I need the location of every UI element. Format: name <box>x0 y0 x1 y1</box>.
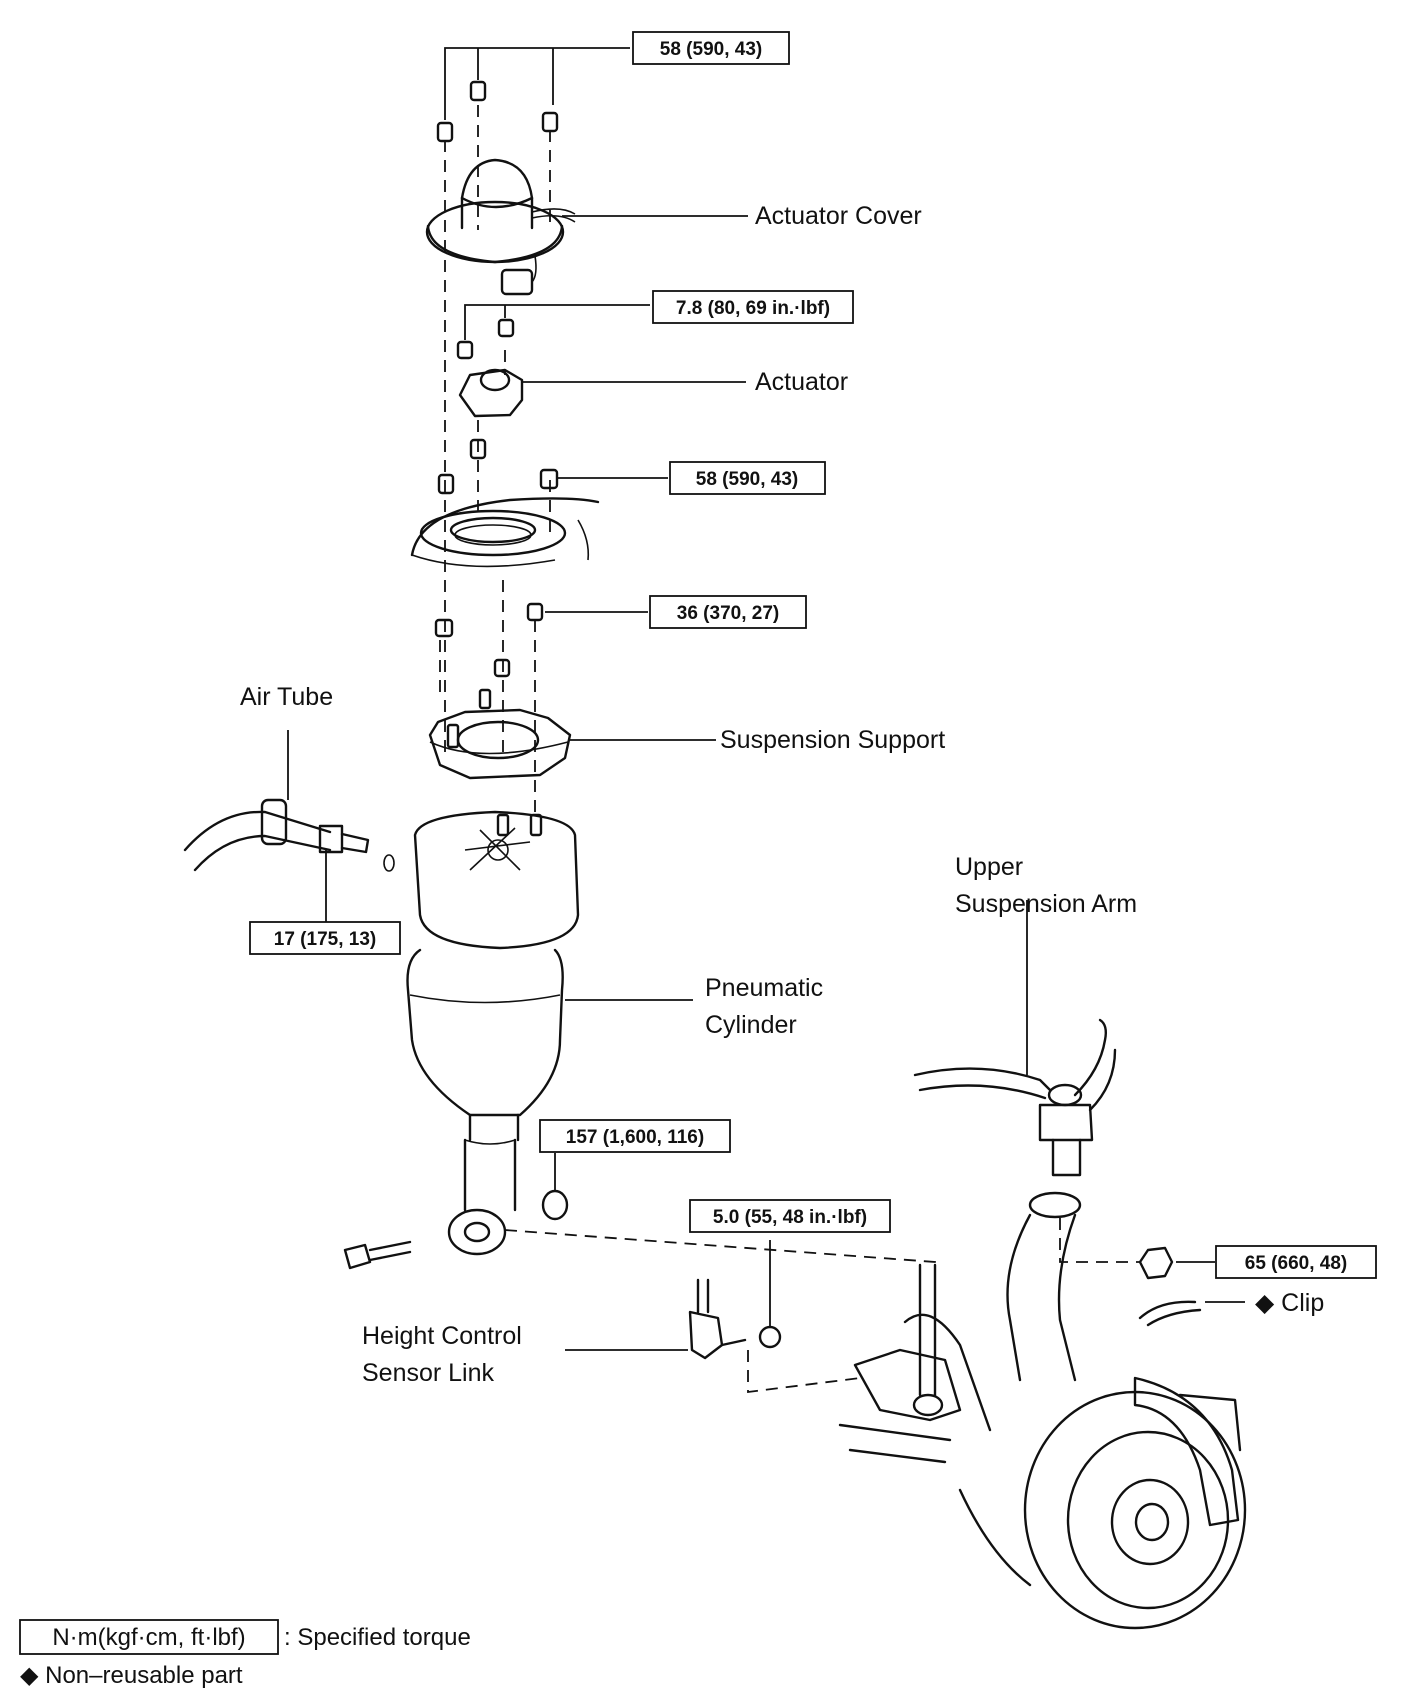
lower-bolt-part <box>343 1240 412 1270</box>
legend: N·m(kgf·cm, ft·lbf) : Specified torque ◆… <box>19 1619 471 1689</box>
upper-mount-part <box>410 497 600 568</box>
label-pneumatic-cylinder-line2: Cylinder <box>705 1011 797 1039</box>
torque-cover-nuts: 58 (590, 43) <box>660 39 762 60</box>
pneumatic-cylinder-part <box>406 810 580 1256</box>
label-air-tube: Air Tube <box>240 683 333 711</box>
torque-lower-bolt: 157 (1,600, 116) <box>566 1127 704 1148</box>
torque-support: 36 (370, 27) <box>677 603 779 624</box>
assembly-guide-lines <box>439 105 1140 1394</box>
label-height-control-line2: Sensor Link <box>362 1359 495 1387</box>
nuts <box>434 80 559 837</box>
label-clip: ◆ Clip <box>1255 1289 1324 1317</box>
label-upper-suspension-arm-line1: Upper <box>955 853 1023 881</box>
ball-joint-nut-part <box>1138 1246 1174 1280</box>
actuator-cover-part <box>425 158 576 296</box>
label-upper-suspension-arm-line2: Suspension Arm <box>955 890 1137 918</box>
torque-ball-joint: 65 (660, 48) <box>1245 1253 1347 1274</box>
air-tube-part <box>183 798 395 872</box>
upper-suspension-arm-part <box>913 1018 1117 1177</box>
torque-sensor-link: 5.0 (55, 48 in.·lbf) <box>713 1207 867 1228</box>
label-pneumatic-cylinder-line1: Pneumatic <box>705 974 823 1002</box>
label-actuator: Actuator <box>755 368 848 396</box>
legend-nonreusable: ◆ Non–reusable part <box>20 1662 243 1689</box>
torque-air-tube: 17 (175, 13) <box>274 929 376 950</box>
label-actuator-cover: Actuator Cover <box>755 202 922 230</box>
knuckle-hub-part <box>838 1191 1247 1630</box>
part-labels: Actuator Cover Actuator Air Tube Suspens… <box>240 202 1324 1387</box>
label-height-control-line1: Height Control <box>362 1322 522 1350</box>
legend-torque-desc: : Specified torque <box>284 1624 471 1651</box>
legend-torque-unit: N·m(kgf·cm, ft·lbf) <box>52 1624 245 1651</box>
height-control-link-part <box>688 1278 782 1360</box>
torque-actuator: 7.8 (80, 69 in.·lbf) <box>676 298 830 319</box>
actuator-part <box>458 368 524 418</box>
clip-part <box>1138 1300 1202 1327</box>
torque-boxes: 58 (590, 43) 7.8 (80, 69 in.·lbf) 58 (59… <box>249 31 1377 1279</box>
label-suspension-support: Suspension Support <box>720 726 945 754</box>
suspension-support-part <box>428 708 572 780</box>
torque-upper-mount: 58 (590, 43) <box>696 469 798 490</box>
leader-lines <box>287 47 1245 1351</box>
